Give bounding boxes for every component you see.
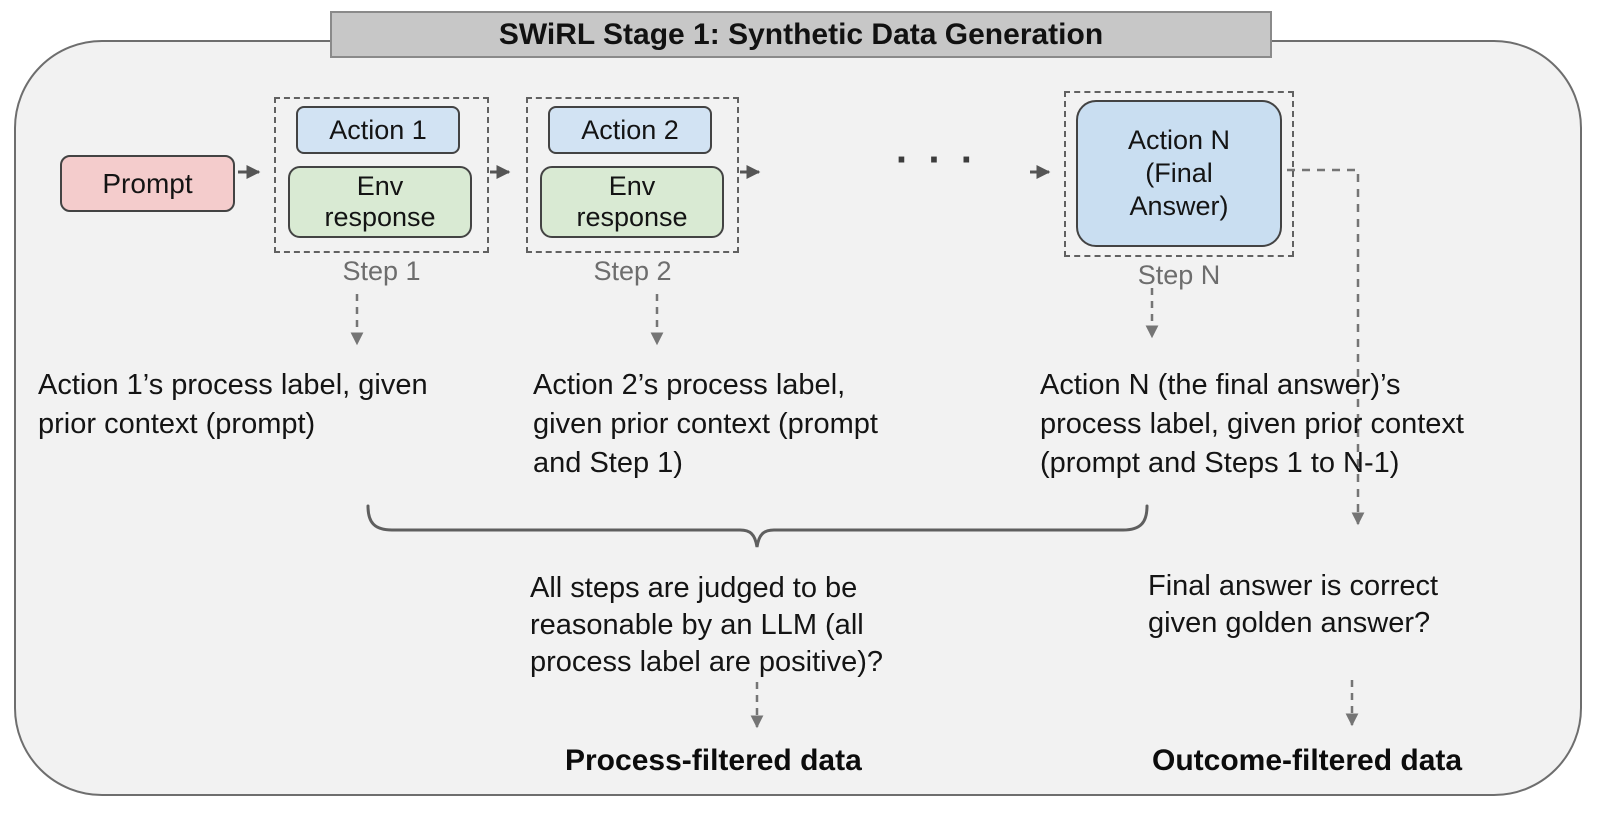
actionN-box: Action N (Final Answer) bbox=[1076, 100, 1282, 247]
env-response2-box: Env response bbox=[540, 166, 724, 238]
outcome-filter-question: Final answer is correct given golden ans… bbox=[1148, 568, 1438, 642]
prompt-box: Prompt bbox=[60, 155, 235, 212]
env-response1-line: response bbox=[324, 202, 436, 232]
env-response1-box: Env response bbox=[288, 166, 472, 238]
env-response2-line: response bbox=[576, 202, 688, 232]
action1-label: Action 1 bbox=[329, 114, 427, 145]
question-line: All steps are judged to be bbox=[530, 572, 858, 604]
note-line: (prompt and Steps 1 to N-1) bbox=[1040, 447, 1400, 479]
action2-label: Action 2 bbox=[581, 114, 679, 145]
actionN-line: (Final bbox=[1145, 158, 1213, 188]
step2-label: Step 2 bbox=[593, 256, 672, 286]
env-response2-line: Env bbox=[608, 171, 656, 201]
actionN-line: Action N bbox=[1127, 125, 1231, 155]
note-line: given prior context (prompt bbox=[533, 408, 878, 440]
step1-process-label-note: Action 1’s process label, given prior co… bbox=[38, 366, 428, 444]
action2-box: Action 2 bbox=[548, 106, 712, 154]
step2-process-label-note: Action 2’s process label, given prior co… bbox=[533, 366, 878, 483]
process-filtered-data-label: Process-filtered data bbox=[565, 744, 862, 777]
question-line: process label are positive)? bbox=[530, 646, 884, 678]
note-line: prior context (prompt) bbox=[38, 408, 316, 440]
diagram-title-bar: SWiRL Stage 1: Synthetic Data Generation bbox=[330, 11, 1272, 58]
step2-dashed-frame bbox=[526, 97, 739, 253]
note-line: Action 2’s process label, bbox=[533, 369, 846, 401]
stepN-process-label-note: Action N (the final answer)’s process la… bbox=[1040, 366, 1464, 483]
ellipsis-dots: · · · bbox=[895, 138, 979, 182]
step1-label: Step 1 bbox=[342, 256, 421, 286]
note-line: Action 1’s process label, given bbox=[38, 369, 428, 401]
stepN-label: Step N bbox=[1137, 260, 1221, 290]
note-line: process label, given prior context bbox=[1040, 408, 1464, 440]
question-line: Final answer is correct bbox=[1148, 570, 1439, 602]
diagram-title: SWiRL Stage 1: Synthetic Data Generation bbox=[498, 17, 1104, 51]
note-line: Action N (the final answer)’s bbox=[1040, 369, 1401, 401]
prompt-label: Prompt bbox=[102, 167, 193, 199]
action1-box: Action 1 bbox=[296, 106, 460, 154]
question-line: reasonable by an LLM (all bbox=[530, 609, 864, 641]
step1-dashed-frame bbox=[274, 97, 489, 253]
question-line: given golden answer? bbox=[1148, 607, 1431, 639]
outcome-filtered-data-label: Outcome-filtered data bbox=[1152, 744, 1463, 777]
env-response1-line: Env bbox=[356, 171, 404, 201]
process-filter-question: All steps are judged to be reasonable by… bbox=[530, 570, 883, 681]
note-line: and Step 1) bbox=[533, 447, 683, 479]
actionN-line: Answer) bbox=[1129, 191, 1229, 221]
